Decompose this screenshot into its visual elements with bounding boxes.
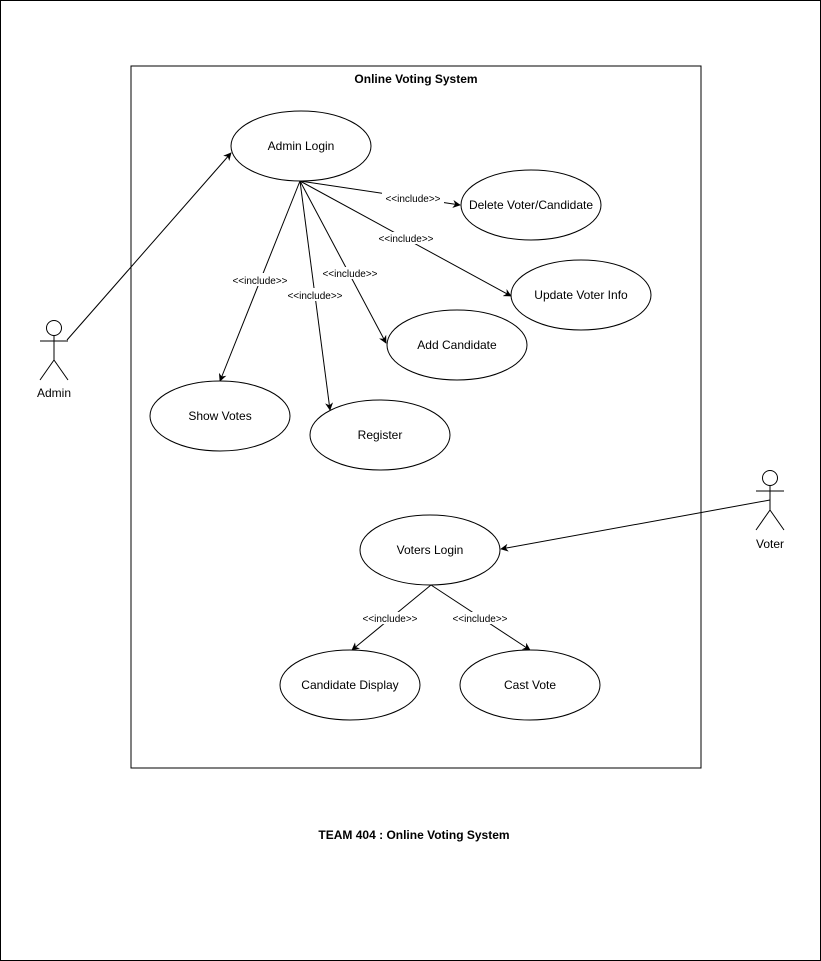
svg-text:<<include>>: <<include>>: [362, 614, 417, 625]
svg-text:<<include>>: <<include>>: [378, 234, 433, 245]
svg-text:Admin Login: Admin Login: [268, 139, 335, 153]
include-label-add-candidate: <<include>>: [319, 267, 381, 280]
system-title: Online Voting System: [354, 72, 477, 86]
include-edge-add-candidate: [299, 180, 387, 344]
include-label-delete: <<include>>: [382, 192, 444, 205]
svg-text:Register: Register: [358, 428, 403, 442]
svg-text:<<include>>: <<include>>: [232, 276, 287, 287]
admin-association-edge: [66, 152, 232, 341]
svg-text:Add Candidate: Add Candidate: [417, 338, 497, 352]
voter-actor-head: [762, 470, 778, 486]
svg-text:Cast Vote: Cast Vote: [504, 678, 556, 692]
svg-text:<<include>>: <<include>>: [385, 194, 440, 205]
use-case-delete-voter-candidate[interactable]: Delete Voter/Candidate: [460, 169, 602, 241]
svg-text:<<include>>: <<include>>: [287, 291, 342, 302]
use-case-candidate-display[interactable]: Candidate Display: [279, 649, 421, 721]
svg-text:Update Voter Info: Update Voter Info: [534, 288, 628, 302]
voter-actor-label: Voter: [756, 537, 784, 551]
admin-actor[interactable]: Admin: [37, 320, 71, 401]
use-case-add-candidate[interactable]: Add Candidate: [386, 309, 528, 381]
include-label-update: <<include>>: [375, 232, 437, 245]
admin-actor-label: Admin: [37, 386, 71, 400]
svg-text:Candidate Display: Candidate Display: [301, 678, 398, 692]
svg-text:Delete Voter/Candidate: Delete Voter/Candidate: [469, 198, 593, 212]
use-case-update-voter-info[interactable]: Update Voter Info: [510, 259, 652, 331]
voter-association-edge: [500, 499, 771, 552]
footer-title: TEAM 404 : Online Voting System: [318, 828, 509, 842]
include-label-candidate-display: <<include>>: [359, 612, 421, 625]
use-case-show-votes[interactable]: Show Votes: [149, 380, 291, 452]
voter-actor[interactable]: Voter: [755, 470, 785, 552]
include-label-register: <<include>>: [283, 288, 347, 302]
use-case-voters-login[interactable]: Voters Login: [359, 514, 501, 586]
admin-actor-head: [46, 320, 62, 336]
include-label-show-votes: <<include>>: [228, 273, 292, 287]
svg-text:Voters Login: Voters Login: [397, 543, 464, 557]
include-label-cast-vote: <<include>>: [448, 612, 512, 625]
svg-text:Show Votes: Show Votes: [188, 409, 251, 423]
use-case-admin-login[interactable]: Admin Login: [230, 110, 372, 182]
svg-text:<<include>>: <<include>>: [452, 614, 507, 625]
svg-text:<<include>>: <<include>>: [322, 269, 377, 280]
use-case-cast-vote[interactable]: Cast Vote: [459, 649, 601, 721]
use-case-register[interactable]: Register: [309, 399, 451, 471]
